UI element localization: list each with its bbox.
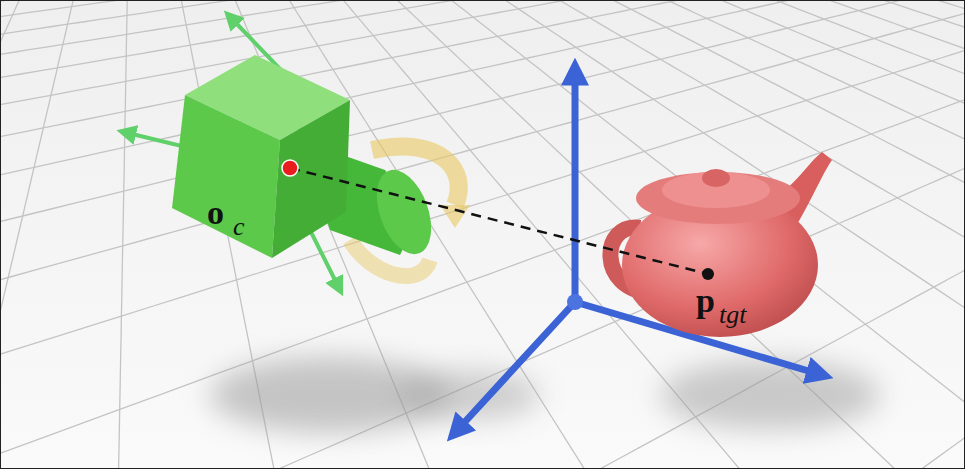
grid-line	[518, 0, 965, 146]
grid-line	[617, 0, 965, 68]
grid-line	[584, 0, 965, 88]
grid-line	[0, 0, 965, 333]
grid-line	[453, 0, 965, 226]
point-subscript: c	[233, 214, 245, 240]
grid-line	[0, 0, 965, 177]
grid-line	[0, 0, 965, 406]
grid-line	[715, 0, 965, 16]
grid-line	[551, 0, 965, 119]
grid-line	[0, 0, 704, 12]
grid-line	[0, 0, 64, 464]
grid-line	[0, 28, 965, 469]
grid-line	[0, 0, 965, 109]
grid-line	[0, 0, 902, 63]
point-label: p	[696, 284, 715, 318]
grid-line	[325, 0, 965, 469]
grid-line	[0, 0, 97, 469]
grid-line	[0, 0, 965, 140]
grid-line	[390, 0, 965, 349]
grid-line	[0, 0, 836, 43]
grid-line	[117, 0, 130, 469]
grid-line	[650, 0, 965, 45]
point-label: o	[207, 196, 224, 230]
grid-line	[0, 0, 770, 25]
grid-line	[27, 81, 965, 469]
grid-line	[387, 166, 965, 469]
grid-line	[0, 0, 32, 243]
point-subscript: tgt	[719, 302, 746, 328]
grid-line	[682, 0, 965, 30]
grid-line	[358, 0, 965, 423]
grid-line	[486, 0, 965, 188]
